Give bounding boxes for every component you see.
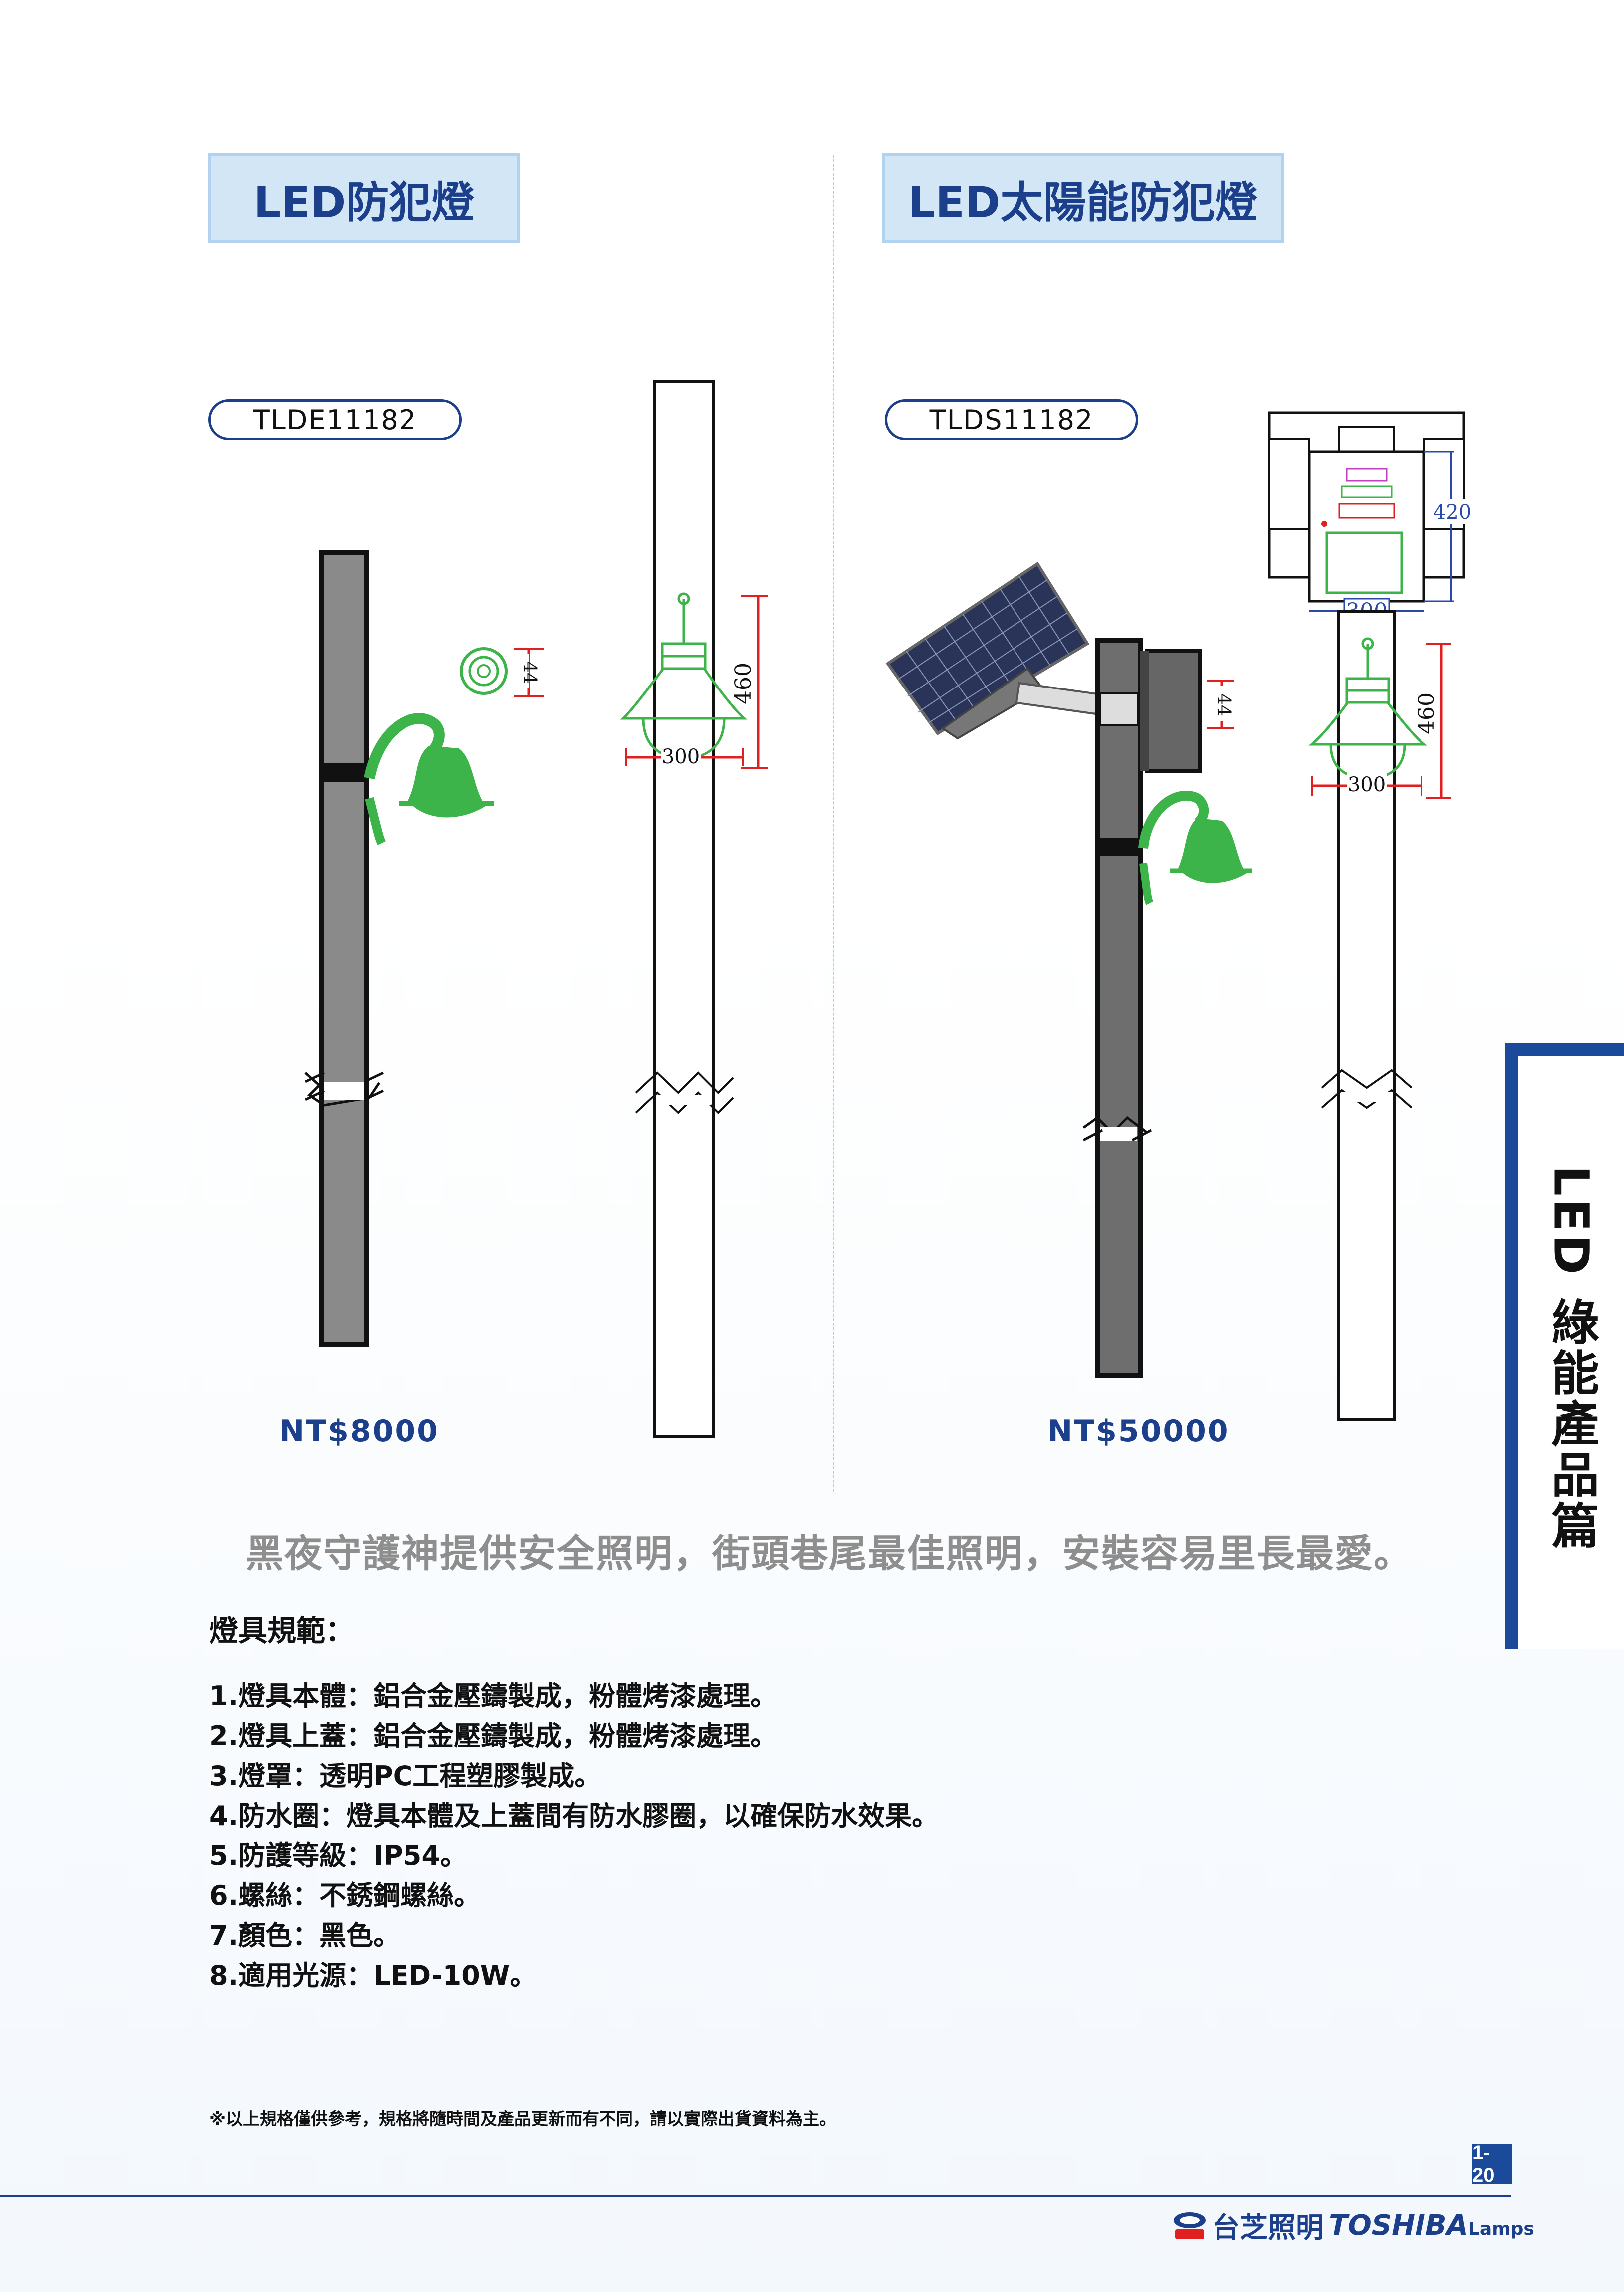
dim-44-label-1: 44 — [519, 661, 540, 684]
solar-panel-illustration — [885, 561, 1100, 740]
brand-name-zh: 台芝照明 — [1212, 2212, 1324, 2244]
brand-logo: 台芝照明 TOSHIBALamps — [1172, 2205, 1534, 2246]
model-pill-1: TLDE11182 — [208, 399, 462, 440]
pole-1-illustration — [304, 550, 494, 1347]
dim-300-label-2: 300 — [1348, 773, 1386, 796]
spec-item: 7.顏色：黑色。 — [209, 1920, 401, 1951]
product-title-1: LED防犯燈 — [208, 153, 520, 243]
spec-item: 4.防水圈：燈具本體及上蓋間有防水膠圈，以確保防水效果。 — [209, 1800, 939, 1832]
pole-2-illustration: 44 — [1082, 638, 1252, 1378]
spec-item: 6.螺絲：不銹鋼螺絲。 — [209, 1880, 481, 1911]
dim-44-label-2: 44 — [1214, 693, 1234, 716]
side-tab: LED 綠能產品篇 — [1505, 1043, 1624, 1649]
page-number: 1-20 — [1472, 2142, 1512, 2186]
brand-name-suffix: Lamps — [1468, 2219, 1534, 2239]
slogan: 黑夜守護神提供安全照明，街頭巷尾最佳照明，安裝容易里長最愛。 — [245, 1531, 1413, 1576]
dim-300-label-1: 300 — [662, 745, 700, 768]
pole-outline-2: 460 300 — [1308, 610, 1451, 1421]
spec-item: 1.燈具本體：鋁合金壓鑄製成，粉體烤漆處理。 — [209, 1680, 778, 1712]
spec-list: 1.燈具本體：鋁合金壓鑄製成，粉體烤漆處理。 2.燈具上蓋：鋁合金壓鑄製成，粉體… — [209, 1676, 939, 1996]
lamp-top-view-1: 44 — [460, 647, 544, 697]
product-drawings: 44 460 300 — [304, 380, 1471, 1438]
dim-420-label: 420 — [1433, 501, 1471, 524]
brand-name-en: TOSHIBALamps — [1329, 2209, 1534, 2242]
control-box-drawing: 420 300 — [1268, 411, 1471, 625]
dim-460-label-2: 460 — [1414, 692, 1439, 734]
price-1: NT$8000 — [279, 1414, 439, 1449]
spec-item: 2.燈具上蓋：鋁合金壓鑄製成，粉體烤漆處理。 — [209, 1720, 778, 1752]
model-pill-2: TLDS11182 — [885, 399, 1138, 440]
spec-item: 3.燈罩：透明PC工程塑膠製成。 — [209, 1760, 602, 1792]
spec-title: 燈具規範： — [209, 1614, 355, 1648]
brand-emblem-icon — [1174, 2212, 1206, 2239]
price-2: NT$50000 — [1047, 1414, 1230, 1449]
side-tab-label: LED 綠能產品篇 — [1543, 1165, 1599, 1552]
product-title-2: LED太陽能防犯燈 — [882, 153, 1284, 243]
disclaimer-note: ※以上規格僅供參考，規格將隨時間及產品更新而有不同，請以實際出貨資料為主。 — [209, 2109, 837, 2129]
spec-item: 8.適用光源：LED-10W。 — [209, 1960, 537, 1991]
spec-item: 5.防護等級：IP54。 — [209, 1840, 467, 1871]
pole-outline-1: 460 300 — [620, 380, 768, 1438]
dim-460-label-1: 460 — [731, 663, 756, 704]
footer-rule — [0, 2195, 1511, 2197]
column-divider — [833, 155, 834, 1492]
